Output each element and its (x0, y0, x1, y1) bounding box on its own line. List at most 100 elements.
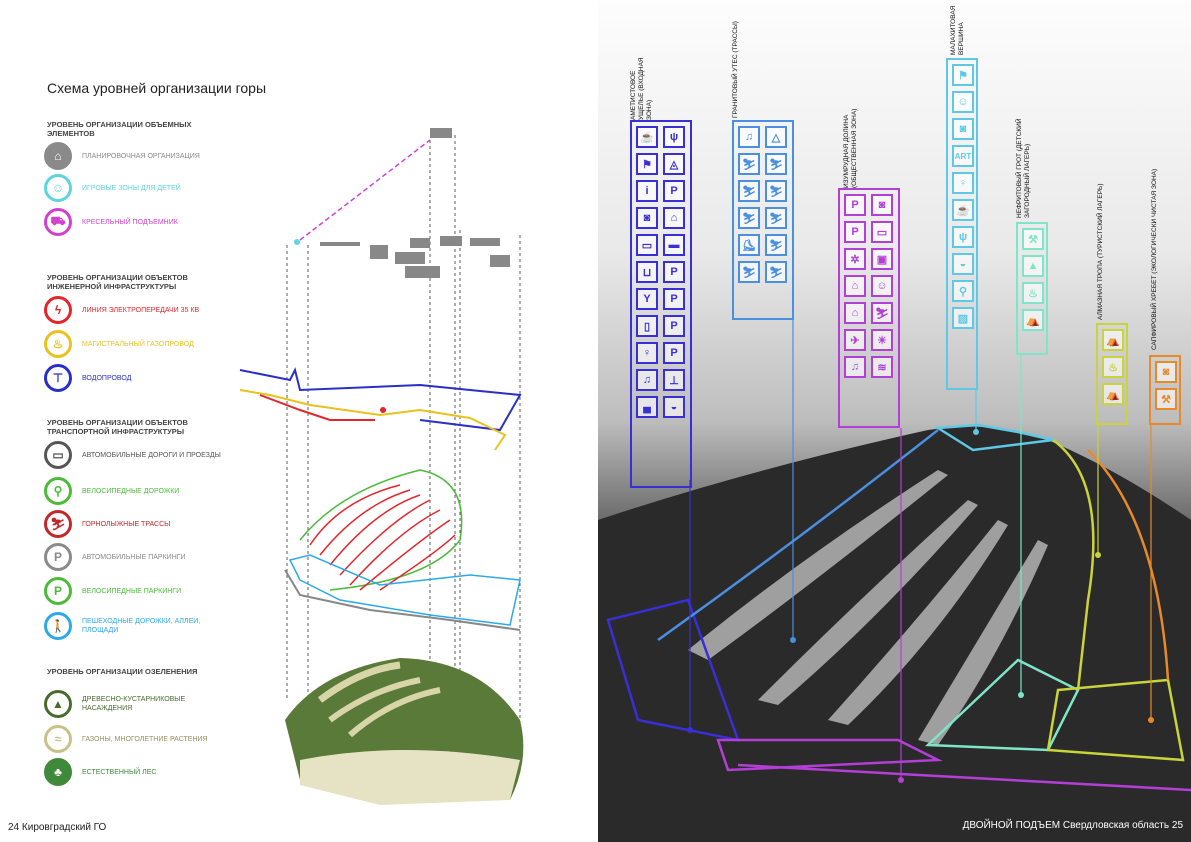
camera-icon: ◙ (1155, 361, 1177, 383)
music-icon: ♫ (738, 126, 760, 148)
legend-item-bike-paths: ⚲ Велосипедные дорожки (44, 477, 222, 505)
faucet-icon: ⊤ (44, 364, 72, 392)
zone-label-granite: Гранитовый утес (трассы) (732, 21, 739, 118)
ski-icon: ⛷ (765, 261, 787, 283)
legend-item-roads: ▭ Автомобильные дороги и проезды (44, 441, 222, 469)
ski-icon: ⛷ (738, 153, 760, 175)
forest-icon: ♣ (44, 758, 72, 786)
hiker-icon: 🚶 (44, 612, 72, 640)
bike-parking-icon: P (44, 577, 72, 605)
page-title: Схема уровней организации горы (47, 80, 267, 96)
music-icon: ♫ (636, 369, 658, 391)
fire-icon: ♨ (1022, 282, 1044, 304)
zone-icons-nephrite: ⚒ ▲ ♨ ⛺ (1016, 222, 1048, 355)
zone-label-emerald: Изумрудная долина (общественная зона) (843, 108, 858, 188)
car-icon: ▬ (663, 234, 685, 256)
zone-icons-sapphire: ◙ ⚒ (1149, 355, 1181, 425)
fire-icon: ♨ (1102, 356, 1124, 378)
lift-icon: ◒ (663, 396, 685, 418)
zone-icons-malachite: ⚑ ☺ ◙ ART ♀ ☕ ψ ◒ ⚲ ▨ (946, 58, 978, 390)
cart-icon: ⊔ (636, 261, 658, 283)
legend-item-planning: ⌂ Планировочная организация (44, 142, 222, 170)
hike-icon: ⚒ (1155, 388, 1177, 410)
grass-icon: ≈ (44, 725, 72, 753)
cup-icon: ☕ (636, 126, 658, 148)
parking-icon: P (663, 261, 685, 283)
legend-item-chairlift: ⛟ Кресельный подъемник (44, 208, 222, 236)
bicycle-icon: ⚲ (44, 477, 72, 505)
legend-item-lawns: ≈ Газоны, многолетние растения (44, 725, 222, 753)
ski-icon: ⛷ (765, 234, 787, 256)
snowmobile-icon: ◬ (663, 153, 685, 175)
transport-layer (284, 469, 521, 631)
zone-icons-diamond: ⛺ ♨ ⛺ (1096, 323, 1128, 425)
ski-icon: ⛷ (738, 207, 760, 229)
ski-icon: ⛷ (765, 153, 787, 175)
legend-item-power: ϟ Линия электропередачи 35 кВ (44, 296, 222, 324)
food-icon: ψ (952, 226, 974, 248)
ferris-icon: ✲ (844, 248, 866, 270)
disabled-parking-icon: P (663, 288, 685, 310)
tree-icon: ▲ (44, 690, 72, 718)
ski-icon: ⛷ (765, 180, 787, 202)
left-page: Схема уровней организации горы Уровень о… (8, 80, 524, 833)
parking-icon: P (44, 543, 72, 571)
greenery-layer (285, 658, 524, 805)
tents-icon: ⛺ (1022, 309, 1044, 331)
ski-icon: ⛷ (738, 180, 760, 202)
page-footer-right: ДВОЙНОЙ ПОДЪЕМ Свердловская область 25 (962, 820, 1183, 831)
skate-icon: ⛸ (738, 234, 760, 256)
pool-icon: ≋ (871, 356, 893, 378)
hostel-icon: ⌂ (663, 207, 685, 229)
skier-icon: ⛷ (44, 510, 72, 538)
sun-icon: ☀ (871, 329, 893, 351)
cocktail-icon: Y (636, 288, 658, 310)
legend-item-water: ⊤ Водопровод (44, 364, 222, 392)
camera-icon: ◙ (871, 194, 893, 216)
laptop-icon: ▭ (871, 221, 893, 243)
flag-icon: ⚑ (952, 64, 974, 86)
laptop-icon: ▭ (636, 234, 658, 256)
bike-parking-icon: P (844, 221, 866, 243)
ski-icon: ⛷ (765, 207, 787, 229)
house-icon: ⌂ (844, 302, 866, 324)
music-icon: ♫ (844, 356, 866, 378)
zone-icons-emerald: P◙ P▭ ✲▣ ⌂☺ ⌂⛷ ✈☀ ♫≋ (838, 188, 900, 428)
bed-icon: ▄ (636, 396, 658, 418)
ski-icon: ⛷ (871, 302, 893, 324)
buildings-layer (320, 128, 510, 278)
wc-icon: ♀ (636, 342, 658, 364)
house-icon: ⌂ (844, 275, 866, 297)
bike-icon: ⚲ (952, 280, 974, 302)
section-heading-transport: Уровень организации объектов транспортно… (47, 418, 188, 436)
section-heading-greenery: Уровень организации озеленения (47, 667, 198, 676)
zone-label-diamond: Алмазная тропа (туристский лагерь) (1097, 183, 1104, 320)
parking-icon: P (844, 194, 866, 216)
sign-icon: ⊥ (663, 369, 685, 391)
cup-icon: ☕ (952, 199, 974, 221)
legend-item-gas: ♨ Магистральный газопровод (44, 330, 222, 358)
truck-parking-icon: P (663, 342, 685, 364)
camera-icon: ◙ (952, 118, 974, 140)
picture-icon: ▨ (952, 307, 974, 329)
camera-icon: ◙ (636, 207, 658, 229)
child-icon: ☺ (871, 275, 893, 297)
hike-icon: ⚒ (1022, 228, 1044, 250)
phone-icon: ▯ (636, 315, 658, 337)
legend-item-car-parking: P Автомобильные паркинги (44, 543, 222, 571)
snowboard-icon: ⛷ (738, 261, 760, 283)
zone-label-malachite: Малахитовая вершина (950, 5, 965, 55)
lightning-icon: ϟ (44, 296, 72, 324)
luggage-icon: ▣ (871, 248, 893, 270)
art-icon: ART (952, 145, 974, 167)
wc-icon: ♀ (952, 172, 974, 194)
chairlift-icon: ⛟ (44, 208, 72, 236)
legend-item-pedestrian: 🚶 Пешеходные дорожки, аллеи, площади (44, 612, 222, 640)
lift-icon: ◒ (952, 253, 974, 275)
section-heading-volume: Уровень организации объемных элементов (47, 120, 192, 138)
mountain-photo (598, 318, 1191, 842)
food-icon: ψ (663, 126, 685, 148)
legend-item-forest: ♣ Естественный лес (44, 758, 222, 786)
bike-parking-icon: P (663, 315, 685, 337)
